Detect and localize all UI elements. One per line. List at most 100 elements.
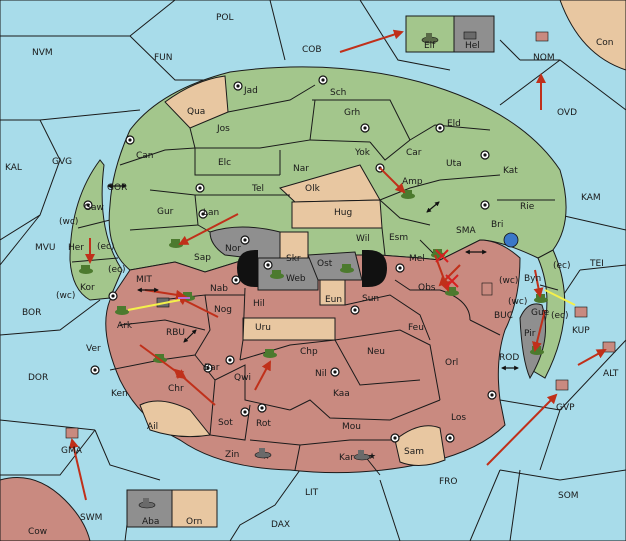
label-ail: Ail <box>147 422 158 432</box>
region-crescent-right[interactable] <box>527 249 566 379</box>
label-gma: GMA <box>61 446 83 456</box>
label-fro: FRO <box>439 477 458 487</box>
star-icon: ★ <box>368 452 376 462</box>
label-can: Can <box>136 151 154 161</box>
label-nar: Nar <box>293 164 309 174</box>
label-pir: Pir <box>524 329 536 339</box>
supply-center-icon <box>198 209 208 219</box>
label-lit: LIT <box>305 488 319 498</box>
label-gur: Gur <box>157 207 174 217</box>
green-army-icon <box>340 264 354 273</box>
red-army-icon <box>535 31 549 42</box>
label-sun: Sun <box>362 294 379 304</box>
label-gvp: GVP <box>556 403 575 413</box>
double-arrow-icon <box>426 201 440 213</box>
label-kam: KAM <box>581 193 601 203</box>
label-rot: Rot <box>256 419 271 429</box>
green-army-icon <box>401 190 415 199</box>
green-army-icon <box>79 265 93 274</box>
label-ec2: (ec) <box>108 265 126 275</box>
order-arrows <box>68 29 607 501</box>
x-mark-icon <box>445 274 459 288</box>
supply-center-icon <box>318 75 328 85</box>
region-cow[interactable] <box>0 477 91 541</box>
label-web: Web <box>286 274 306 284</box>
label-tel: Tel <box>251 184 264 194</box>
label-sma: SMA <box>456 226 476 236</box>
label-obs: Obs <box>418 283 436 293</box>
label-gor: GOR <box>107 183 127 193</box>
label-aba: Aba <box>142 517 159 527</box>
supply-center-icon <box>487 390 497 400</box>
label-orl: Orl <box>445 358 458 368</box>
label-wc3: (wc) <box>499 276 518 286</box>
label-nab: Nab <box>210 284 228 294</box>
label-skr: Skr <box>286 254 301 264</box>
label-ec4: (ec) <box>551 311 569 321</box>
supply-center-icon <box>330 367 340 377</box>
label-kor: Kor <box>80 283 95 293</box>
red-army-icon <box>574 306 588 318</box>
double-arrow-icon <box>183 329 197 343</box>
region-eun[interactable] <box>319 279 346 306</box>
label-neu: Neu <box>367 347 385 357</box>
label-buc: BUC <box>494 311 513 321</box>
label-nog: Nog <box>214 305 232 315</box>
supply-center-icon <box>480 150 490 160</box>
red-army-icon <box>555 379 569 391</box>
label-orn: Orn <box>186 517 202 527</box>
region-qua[interactable] <box>164 75 229 129</box>
label-ver: Ver <box>86 344 101 354</box>
label-nvm: NVM <box>32 48 53 58</box>
supply-center-icon <box>233 81 243 91</box>
label-alt: ALT <box>603 369 619 379</box>
label-uta: Uta <box>446 159 462 169</box>
label-tei: TEI <box>589 259 604 269</box>
label-sam: Sam <box>404 447 424 457</box>
green-army-icon <box>263 349 277 358</box>
label-chp: Chp <box>300 347 318 357</box>
label-uru: Uru <box>255 323 271 333</box>
label-swm: SWM <box>80 513 102 523</box>
grey-army-icon <box>463 31 477 40</box>
supply-center-icon <box>480 200 490 210</box>
label-eld: Eld <box>447 119 461 129</box>
region-sam[interactable] <box>394 425 446 466</box>
region-pir[interactable] <box>519 303 547 380</box>
supply-center-icon <box>390 433 400 443</box>
black-cap-left <box>237 250 258 287</box>
label-her: Her <box>68 243 84 253</box>
label-wil: Wil <box>356 234 370 244</box>
label-lan: Lan <box>203 208 219 218</box>
label-esm: Esm <box>389 233 408 243</box>
supply-center-icon <box>263 260 273 270</box>
red-army-icon <box>602 341 616 353</box>
supply-center-icon <box>231 275 241 285</box>
supply-center-icon <box>195 183 205 193</box>
green-fleet-icon <box>421 33 439 44</box>
grey-fleet-icon <box>254 448 272 459</box>
label-con: Con <box>596 38 614 48</box>
label-mou: Mou <box>342 422 361 432</box>
label-kat: Kat <box>503 166 518 176</box>
label-cow: Cow <box>28 527 47 537</box>
label-hug: Hug <box>334 208 352 218</box>
label-wc2: (wc) <box>56 291 75 301</box>
label-hil: Hil <box>253 299 265 309</box>
label-qwi: Qwi <box>234 373 251 383</box>
label-cob: COB <box>302 45 322 55</box>
supply-center-icon <box>445 433 455 443</box>
label-chr: Chr <box>168 384 184 394</box>
label-los: Los <box>451 413 466 423</box>
region-skr[interactable] <box>279 231 309 261</box>
supply-center-icon <box>350 305 360 315</box>
label-ark: Ark <box>117 321 133 331</box>
label-bor: BOR <box>22 308 41 318</box>
label-nom: NOM <box>533 53 555 63</box>
label-ec1: (ec) <box>97 242 115 252</box>
supply-center-icon <box>225 355 235 365</box>
label-bri: Bri <box>491 220 503 230</box>
region-orn[interactable] <box>171 489 218 528</box>
green-army-icon <box>270 270 284 279</box>
label-nor: Nor <box>225 244 241 254</box>
